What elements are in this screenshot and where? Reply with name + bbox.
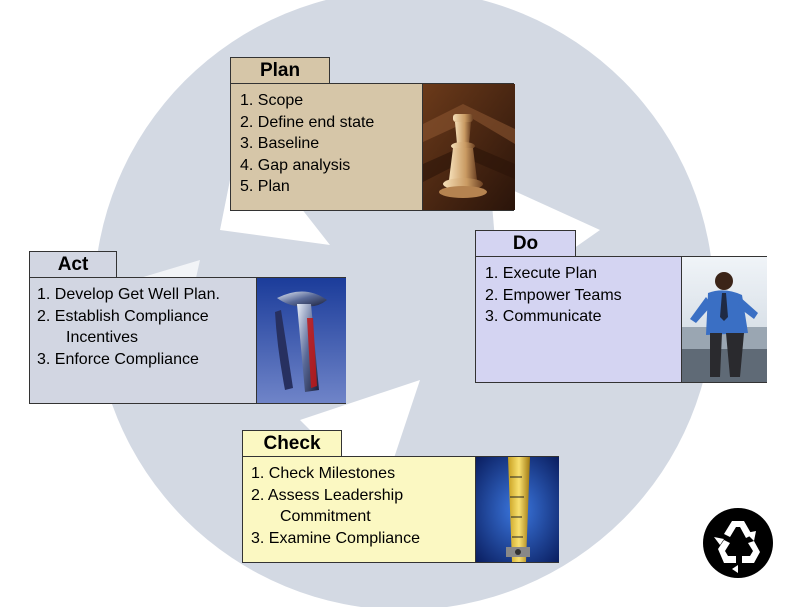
list-item: Incentives	[66, 329, 139, 346]
list-item: 2. Establish Compliance	[37, 307, 209, 325]
check-list: 1. Check Milestones 2. Assess Leadership…	[251, 463, 420, 549]
recycle-icon	[703, 508, 773, 578]
check-title: Check	[242, 430, 342, 457]
plan-list: 1. Scope 2. Define end state 3. Baseline…	[240, 90, 374, 198]
list-item: 1. Check Milestones	[251, 465, 396, 482]
act-box: 1. Develop Get Well Plan. 2. Establish C…	[29, 277, 346, 404]
plan-title: Plan	[230, 57, 330, 84]
list-item: 1. Execute Plan	[485, 265, 598, 282]
list-item: 1. Scope	[240, 92, 304, 109]
plan-box: 1. Scope 2. Define end state 3. Baseline…	[230, 83, 515, 211]
check-box: 1. Check Milestones 2. Assess Leadership…	[242, 456, 559, 563]
businessman-running-photo	[681, 257, 767, 382]
do-title: Do	[475, 230, 576, 257]
list-item: 2. Empower Teams	[485, 286, 622, 304]
list-item: 3. Enforce Compliance	[37, 350, 199, 368]
act-list: 1. Develop Get Well Plan. 2. Establish C…	[37, 284, 220, 370]
do-box: 1. Execute Plan 2. Empower Teams 3. Comm…	[475, 256, 767, 383]
act-title: Act	[29, 251, 117, 278]
list-item: 3. Baseline	[240, 135, 320, 152]
list-item: 3. Examine Compliance	[251, 529, 420, 547]
list-item: 2. Define end state	[240, 113, 375, 131]
measuring-tape-photo	[475, 457, 559, 562]
list-item: 4. Gap analysis	[240, 156, 351, 174]
do-list: 1. Execute Plan 2. Empower Teams 3. Comm…	[485, 263, 622, 328]
list-item: 2. Assess Leadership	[251, 486, 404, 504]
list-item: Commitment	[280, 508, 371, 525]
blue-hammer-photo	[256, 278, 346, 403]
list-item: 3. Communicate	[485, 308, 602, 325]
list-item: 1. Develop Get Well Plan.	[37, 286, 220, 303]
chess-king-icon	[422, 84, 515, 210]
list-item: 5. Plan	[240, 178, 290, 195]
